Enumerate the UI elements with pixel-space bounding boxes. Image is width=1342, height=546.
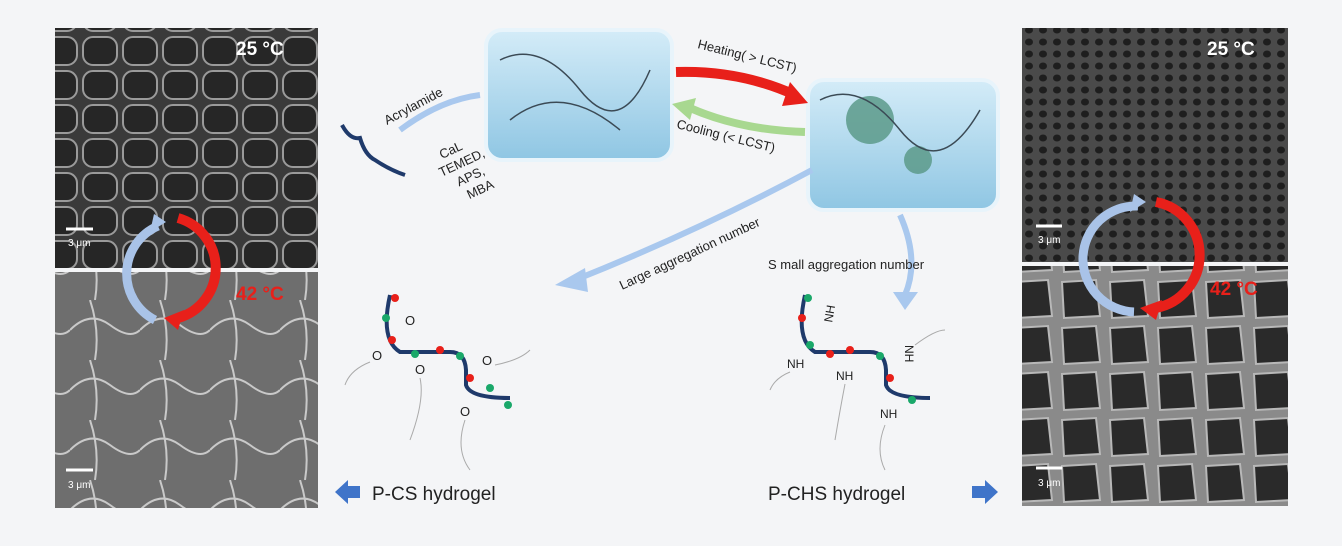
right-sem-panel: 25 °C 42 °C 3 μm 3 μm [1022,28,1288,506]
hydrogel-block-hot [806,78,1000,212]
arrowhead-icon [893,292,918,310]
group-label: O [372,348,382,363]
temp-label-25: 25 °C [236,39,284,60]
small-aggregation-label: S mall aggregation number [768,257,925,272]
p-chs-hydrogel-label: P-CHS hydrogel [768,484,905,505]
acrylamide-arrow [398,92,481,133]
sem-image-p-cs-25c [55,28,318,268]
scale-label: 3 μm [68,480,90,491]
left-sem-panel: 25 °C 42 °C 3 μm 3 μm [55,28,318,508]
temp-label-42: 42 °C [1210,279,1258,300]
group-label: O [405,313,415,328]
arrowhead-icon [1130,194,1146,212]
group-label: NH [880,407,897,421]
scale-label: 3 μm [1038,235,1060,246]
sem-image-p-cs-42c [55,272,318,508]
group-label: O [460,404,470,419]
group-label: O [482,353,492,368]
heating-arrow [675,66,798,100]
sem-image-p-chs-25c [1022,28,1288,262]
p-cs-hydrogel-label: P-CS hydrogel [372,484,496,505]
arrow-left-icon [335,480,360,504]
temp-label-42: 42 °C [236,284,284,305]
arrowhead-icon [150,214,166,232]
arrowhead-icon [1140,300,1162,320]
heating-cycle-arrow [1154,197,1205,313]
heating-cycle-arrow [176,213,221,323]
arrow-right-icon [972,480,998,504]
group-label: NH [821,304,838,324]
sem-image-p-chs-42c [1022,266,1288,506]
cooling-cycle-arrow [122,221,160,325]
group-label: NH [787,357,804,371]
hydrogel-block-cold [484,28,674,162]
arrowhead-icon [164,310,184,330]
group-label: O [415,362,425,377]
group-label: NH [836,369,853,383]
group-label: NH [902,345,916,362]
temp-label-25: 25 °C [1207,39,1255,60]
cooling-arrow [688,104,806,136]
scale-label: 3 μm [1038,478,1060,489]
large-aggregation-arrow [573,167,814,283]
arrowhead-icon [555,268,588,292]
scale-label: 3 μm [68,238,90,249]
arrowhead-icon [782,82,808,106]
p-cs-structure: O O O O O [344,294,531,471]
p-chs-structure: NH NH NH NH NH [769,294,946,471]
small-aggregation-arrow [897,213,915,297]
polymer-chain-icon [340,124,406,177]
arrowhead-icon [672,98,696,120]
cooling-cycle-arrow [1078,201,1139,317]
